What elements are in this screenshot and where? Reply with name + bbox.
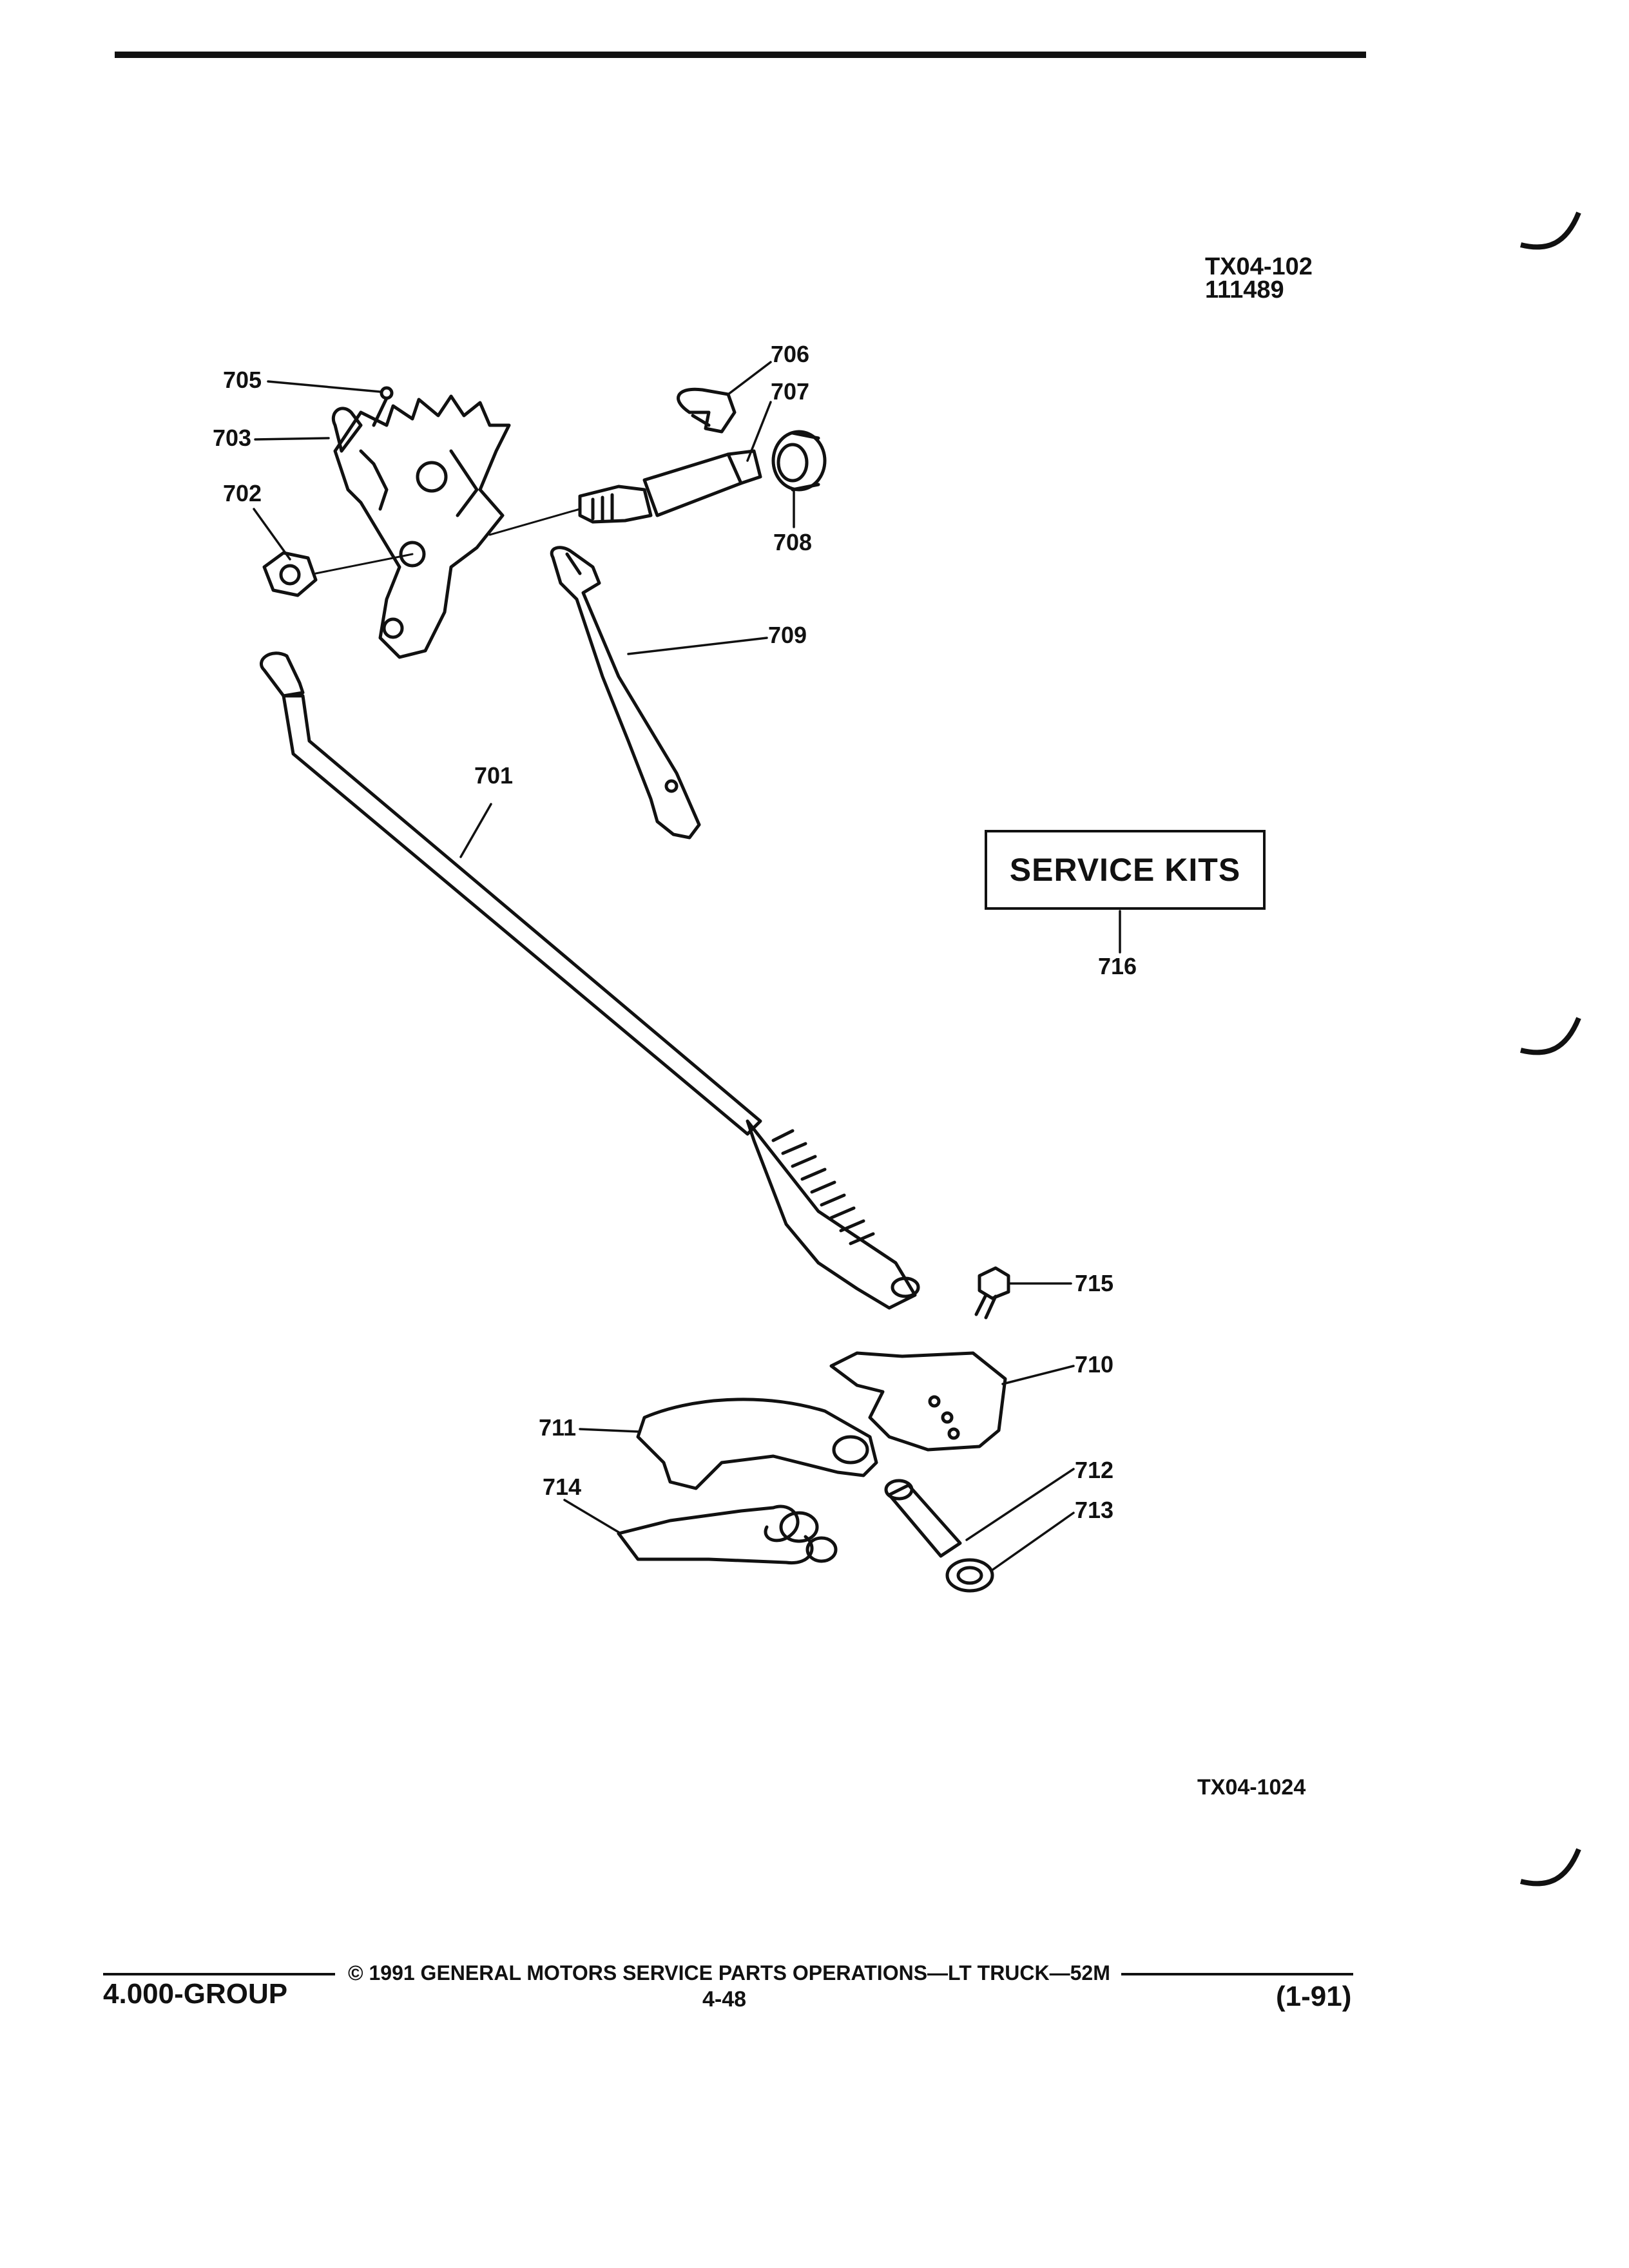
callout-710: 710: [1075, 1351, 1114, 1378]
service-kits-label: SERVICE KITS: [1009, 852, 1241, 888]
callout-708: 708: [773, 529, 813, 555]
leader-707: [746, 401, 772, 462]
leader-709: [627, 637, 768, 655]
part-714-spring: [617, 1504, 838, 1564]
leader-702: [253, 508, 291, 561]
footer-rule-right: [1121, 1973, 1353, 1975]
callout-706: 706: [771, 341, 810, 367]
part-711-arm: [636, 1398, 878, 1490]
callout-712: 712: [1075, 1457, 1114, 1483]
part-702-hex-nut: [262, 551, 318, 597]
leader-714: [563, 1499, 620, 1533]
part-710-bracket: [829, 1351, 1007, 1452]
part-705-pin: [372, 386, 394, 427]
callout-702: 702: [223, 480, 262, 506]
ref-code-2: 111489: [1205, 276, 1284, 303]
part-713-bushing: [945, 1558, 994, 1593]
leader-712: [965, 1468, 1075, 1541]
callout-707: 707: [771, 378, 810, 405]
part-712-sleeve: [884, 1479, 962, 1558]
leader-703: [254, 437, 330, 441]
ref-code-1: TX04-102: [1205, 253, 1313, 280]
footer-group: 4.000-GROUP: [103, 1978, 288, 2010]
leader-705: [267, 380, 381, 393]
leader-713: [990, 1512, 1075, 1572]
part-706-clip: [677, 387, 737, 434]
binding-mark-2: [1520, 1017, 1581, 1055]
leader-lines: [253, 361, 1121, 1572]
footer-revision: (1-91): [1276, 1981, 1352, 2012]
footer-copyright: © 1991 GENERAL MOTORS SERVICE PARTS OPER…: [348, 1961, 1110, 1984]
footer-page-number: 4-48: [702, 1987, 747, 2012]
top-rule: [115, 52, 1366, 58]
leader-710: [1001, 1365, 1075, 1385]
figure-code: TX04-1024: [1197, 1775, 1306, 1800]
part-708-washer: [771, 430, 827, 492]
leader-701: [459, 803, 492, 858]
footer-rule-left: [103, 1973, 335, 1975]
leader-711: [579, 1428, 641, 1433]
binding-marks: [1520, 211, 1581, 1887]
callout-705: 705: [223, 367, 262, 393]
part-703-ratchet-bracket: [331, 394, 511, 659]
mount-line-adjuster: [488, 508, 581, 536]
callout-714: 714: [543, 1474, 582, 1500]
service-kits-box: SERVICE KITS: [985, 830, 1266, 910]
callout-713: 713: [1075, 1497, 1114, 1523]
callout-711: 711: [539, 1414, 577, 1441]
callout-701: 701: [474, 762, 514, 789]
part-701-rod: [260, 651, 920, 1310]
binding-mark-3: [1520, 1848, 1581, 1887]
callout-715: 715: [1075, 1270, 1114, 1296]
callout-716: 716: [1098, 953, 1137, 979]
part-715-bolt: [974, 1266, 1010, 1320]
callout-709: 709: [768, 622, 807, 648]
part-707-adjuster-screw: [578, 449, 762, 524]
binding-mark-1: [1520, 211, 1581, 250]
leader-706: [727, 361, 772, 396]
mount-line: [314, 553, 414, 575]
part-709-lever: [550, 546, 701, 840]
callout-703: 703: [213, 425, 252, 451]
